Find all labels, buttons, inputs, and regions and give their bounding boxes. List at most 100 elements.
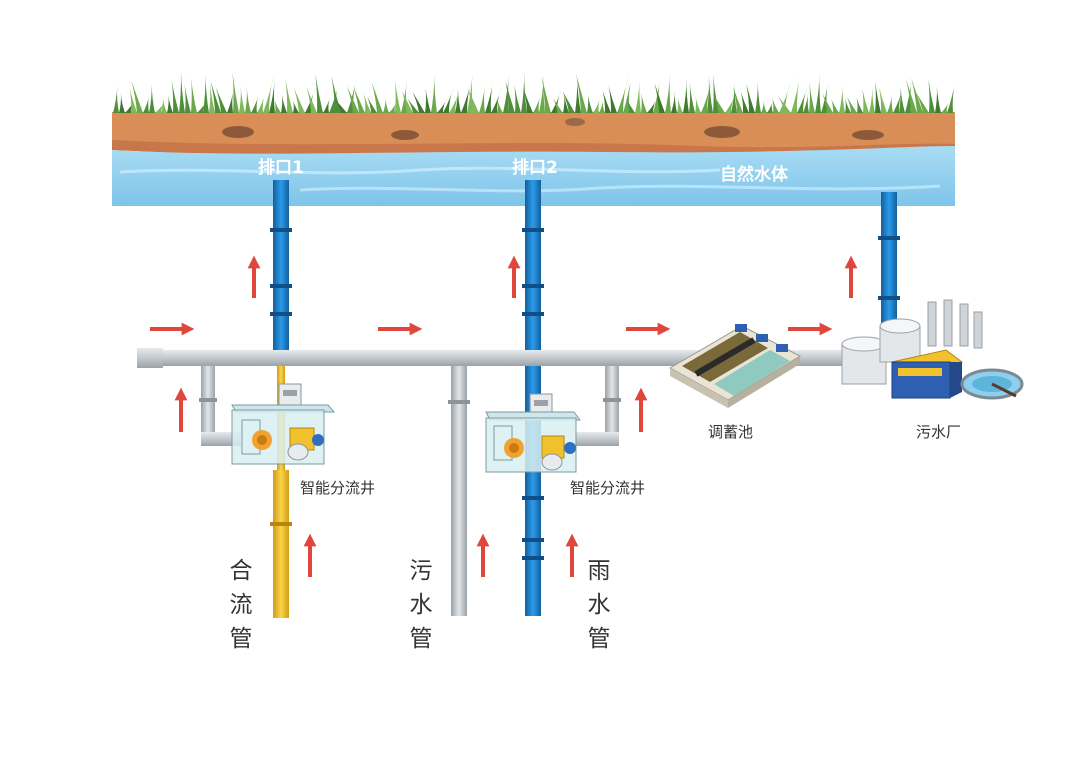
- grass-blade: [412, 91, 425, 113]
- grass-blade: [184, 84, 191, 113]
- grass-blade: [461, 77, 473, 113]
- plant-outlet-pipe: [881, 192, 897, 332]
- grass-blade: [905, 77, 912, 113]
- grass-blade: [323, 96, 331, 113]
- grass-blade: [797, 83, 809, 113]
- grass-blade: [389, 100, 398, 113]
- grass-blade: [539, 73, 545, 113]
- grass-blade: [707, 75, 713, 113]
- grass-blade: [491, 87, 502, 113]
- grass-blade: [263, 71, 275, 113]
- grass-blade: [803, 91, 809, 113]
- grass-blade: [371, 82, 383, 113]
- rain-pipe-label: 雨 水 管: [588, 558, 611, 652]
- river-bank: [112, 71, 956, 156]
- grass-blade: [928, 79, 935, 113]
- grass-blade: [394, 78, 401, 113]
- rain-pipe-label-char: 雨: [588, 558, 611, 584]
- grass-blade: [911, 78, 923, 113]
- grass-blade: [215, 87, 227, 113]
- grass-blade: [209, 82, 215, 113]
- river-water: 排口1 排口2 自然水体: [112, 146, 955, 206]
- diversion-well-2: [485, 393, 581, 473]
- grass-blade: [576, 73, 587, 113]
- grass-blade: [347, 76, 357, 113]
- grass-blade: [761, 100, 767, 113]
- grass-blade: [125, 98, 136, 113]
- grass-blade: [893, 87, 904, 113]
- grass-blade: [113, 86, 119, 113]
- grass-blade: [523, 89, 533, 113]
- sewage-pipe-label-char: 水: [410, 592, 433, 618]
- sewage-pipe-label: 污 水 管: [410, 558, 433, 652]
- grass-blade: [197, 98, 209, 113]
- grass-blade: [875, 80, 881, 113]
- grass-blade: [383, 97, 389, 113]
- grass-blade: [210, 81, 221, 113]
- grass-blade: [505, 80, 515, 113]
- treatment-plant: [841, 299, 1024, 400]
- grass-blade: [533, 94, 541, 113]
- grass-blade: [367, 96, 377, 113]
- grass-blade: [203, 74, 209, 113]
- outlet2-label: 排口2: [512, 157, 558, 178]
- pipe-collars: [270, 228, 900, 560]
- outlet2-pipe: [525, 180, 541, 352]
- grass-blade: [947, 79, 956, 113]
- grass: [113, 71, 956, 113]
- grass-blade: [623, 72, 633, 113]
- grass-blade: [593, 97, 601, 113]
- grass-blade: [887, 93, 893, 113]
- grass-blade: [608, 86, 617, 113]
- grass-blade: [733, 87, 743, 113]
- grass-blade: [353, 86, 365, 113]
- branch-elbows: [199, 366, 621, 446]
- grass-blade: [712, 74, 719, 113]
- grass-blade: [431, 73, 437, 113]
- grass-blade: [695, 96, 701, 113]
- grass-blade: [916, 92, 929, 113]
- water-wave-2: [299, 184, 941, 193]
- grass-blade: [701, 78, 713, 113]
- grass-blade: [553, 98, 563, 113]
- diversion-well-1-label: 智能分流井: [300, 479, 375, 497]
- grass-blade: [772, 98, 779, 113]
- grass-blade: [575, 78, 581, 113]
- grass-blade: [563, 93, 569, 113]
- combined-pipe-label: 合 流 管: [230, 558, 253, 652]
- grass-blade: [587, 94, 593, 113]
- grass-blade: [935, 86, 941, 113]
- grass-blade: [822, 93, 833, 113]
- grass-blade: [401, 79, 407, 113]
- grass-blade: [641, 92, 647, 113]
- grass-blade: [845, 98, 851, 113]
- grass-blade: [689, 82, 695, 113]
- water-body-shape: [112, 146, 955, 206]
- grass-blade: [677, 97, 683, 113]
- grass-blade: [562, 91, 575, 113]
- grass-blade: [119, 93, 125, 113]
- grass-blade: [791, 71, 801, 113]
- grass-blade: [906, 79, 917, 113]
- grass-blade: [437, 97, 448, 113]
- grass-blade: [227, 88, 234, 113]
- sewage-pipe: [451, 362, 467, 616]
- combined-pipe-label-char: 流: [230, 592, 253, 618]
- treatment-plant-label: 污水厂: [916, 423, 961, 441]
- grass-blade: [899, 86, 905, 113]
- sewage-pipe-label-char: 污: [410, 558, 433, 584]
- soil-edge: [112, 140, 955, 156]
- grass-blade: [443, 86, 455, 113]
- grass-blade: [815, 72, 821, 113]
- grass-blade: [839, 85, 845, 113]
- grass-blade: [239, 86, 245, 113]
- grass-blade: [129, 88, 137, 113]
- grass-blade: [285, 78, 293, 113]
- grass-blade: [347, 86, 359, 113]
- grass-blade: [171, 80, 179, 113]
- grass-blade: [293, 87, 305, 113]
- grass-blade: [167, 95, 173, 113]
- rain-pipe-label-char: 管: [588, 626, 611, 652]
